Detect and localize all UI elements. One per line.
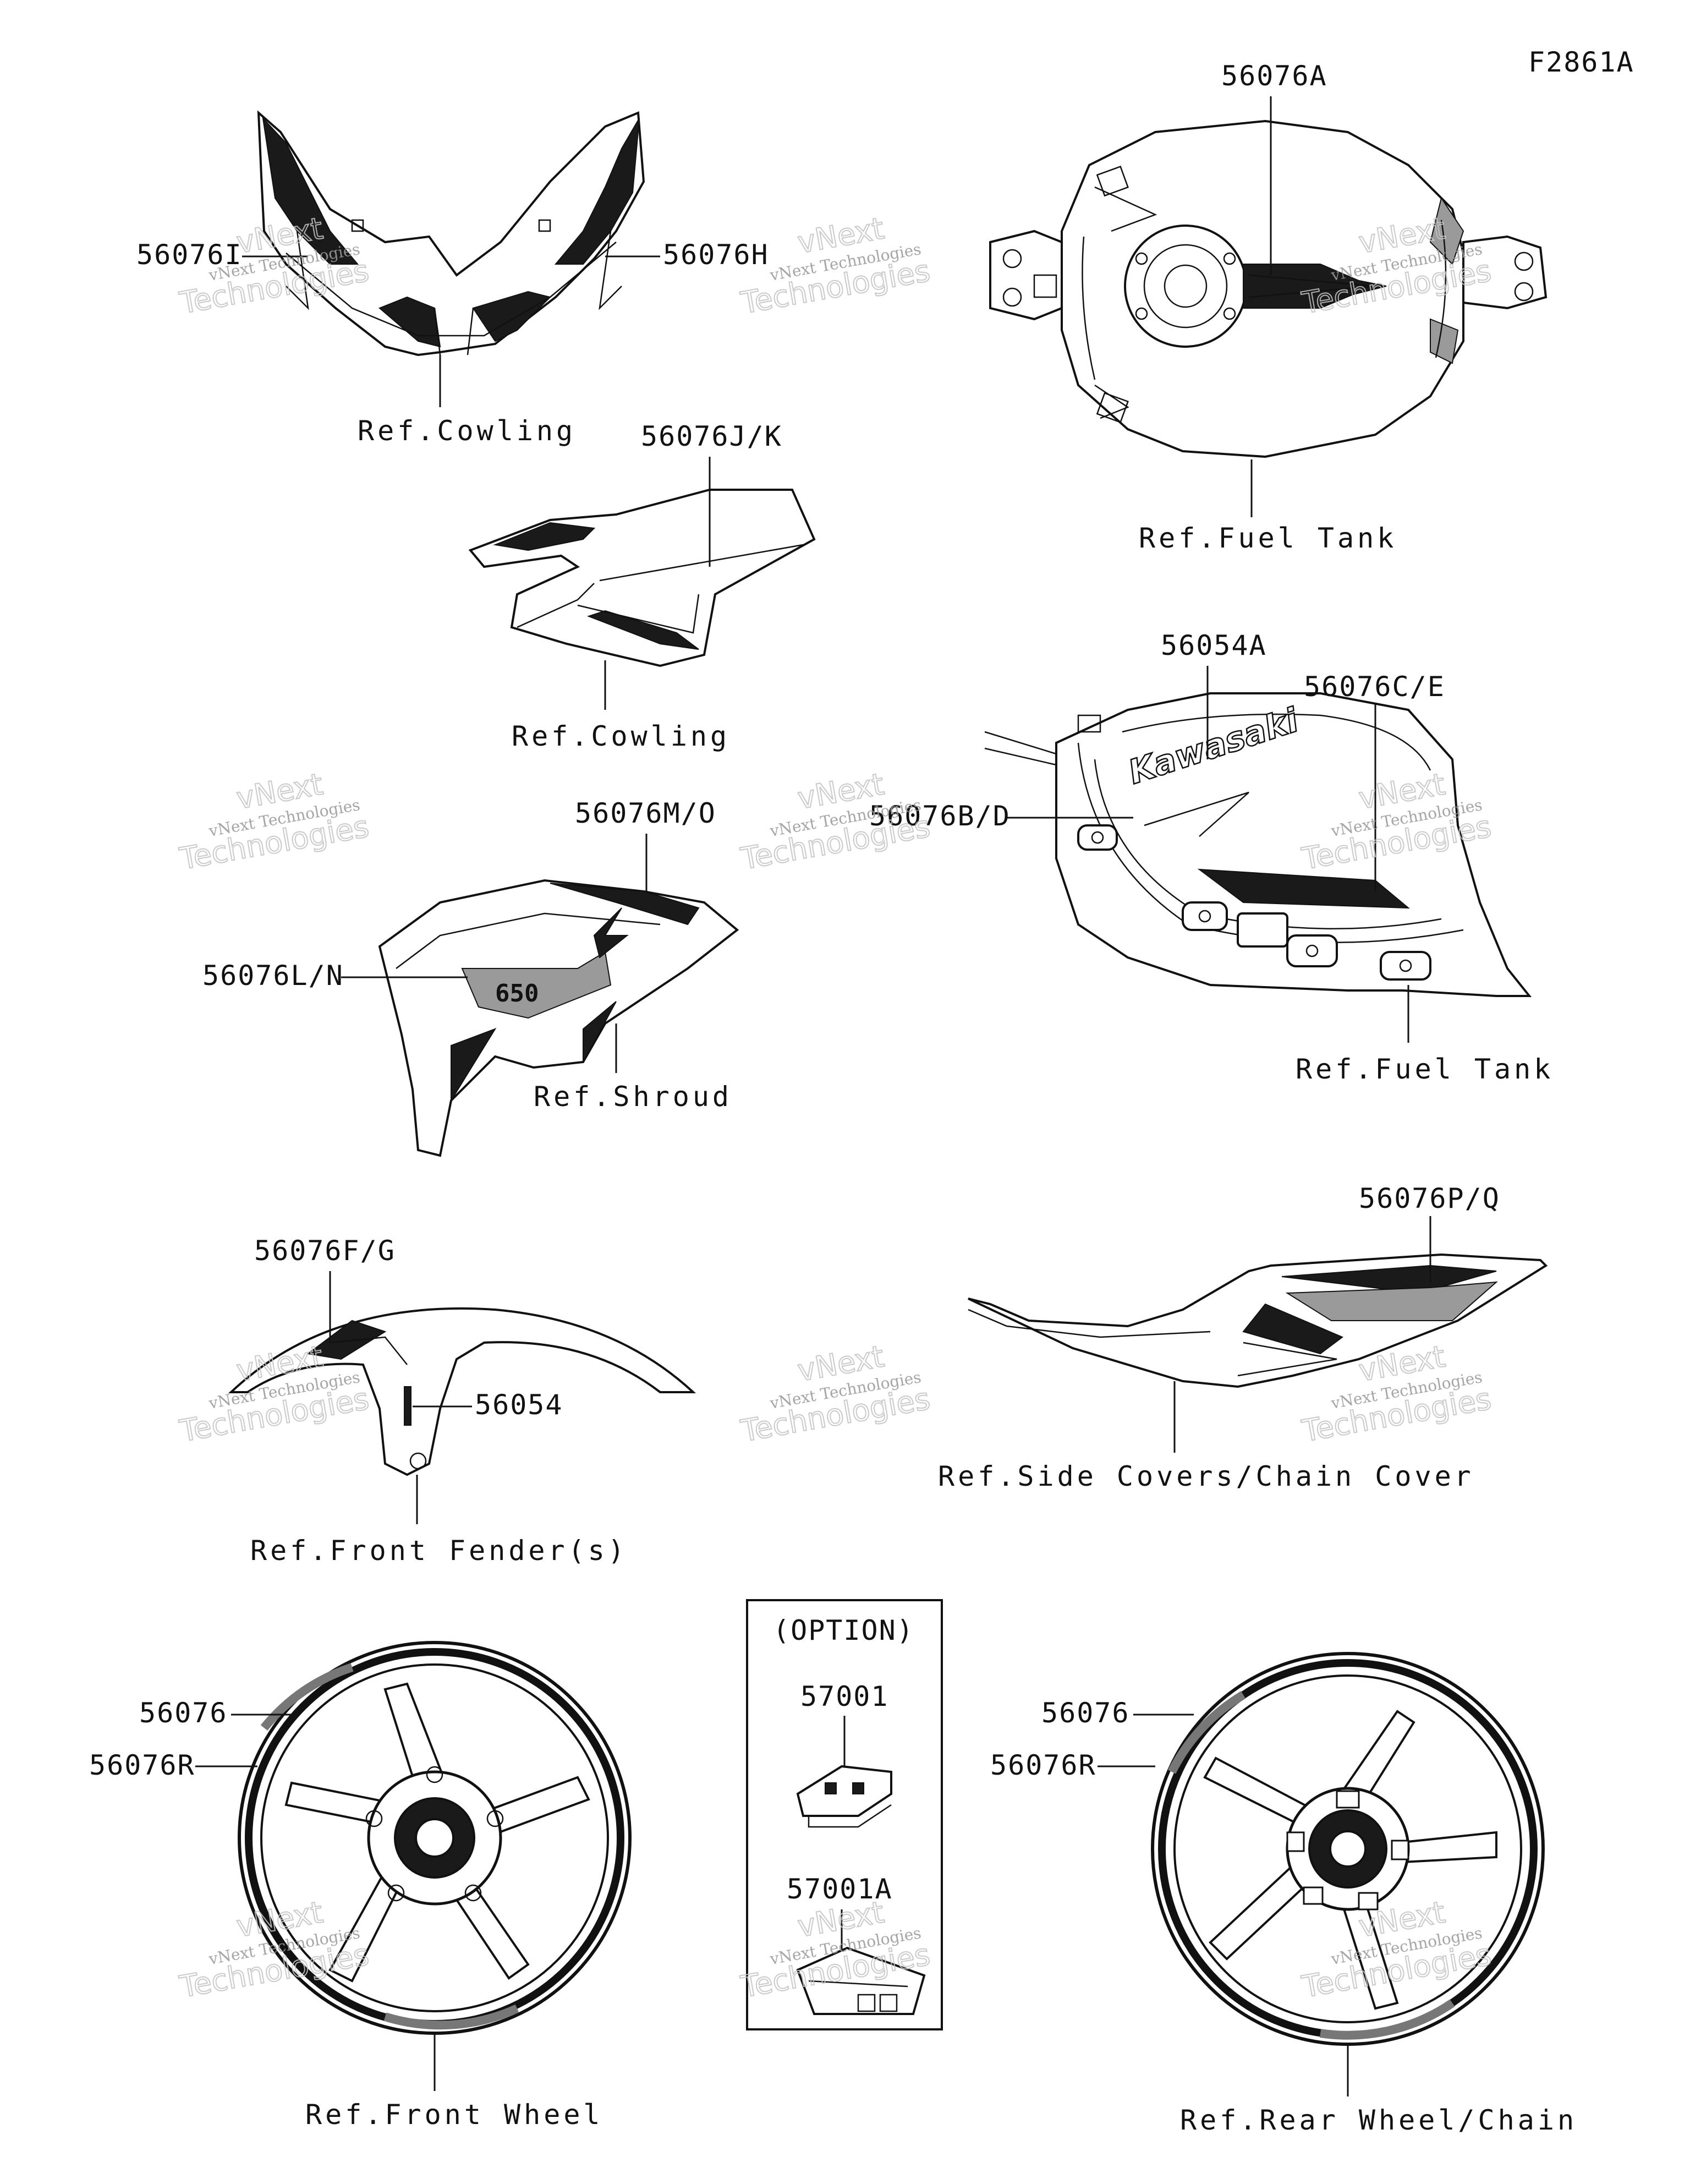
label-56076R-front: 56076R (89, 1749, 195, 1781)
watermark: vNext vNext Technologies Technologies (738, 1338, 934, 1449)
ref-side-covers: Ref.Side Covers/Chain Cover (938, 1460, 1474, 1492)
label-56076MO: 56076M/O (575, 797, 716, 829)
side-cover-part (968, 1253, 1548, 1388)
ref-cowling-top: Ref.Cowling (358, 415, 576, 447)
model-number-decal: 650 (495, 979, 539, 1008)
ref-front-fender: Ref.Front Fender(s) (250, 1535, 628, 1567)
label-56054: 56054 (475, 1389, 563, 1421)
label-57001A: 57001A (787, 1873, 893, 1905)
figure-id: F2861A (1528, 46, 1634, 78)
side-cowling-part (468, 489, 816, 667)
front-wheel-part (238, 1641, 632, 2035)
option-title: (OPTION) (773, 1614, 914, 1646)
label-56076LN: 56076L/N (202, 960, 344, 992)
label-56076CE: 56076C/E (1304, 671, 1445, 703)
front-fender-part (228, 1307, 696, 1476)
label-56076FG: 56076F/G (254, 1235, 396, 1267)
fuel-tank-side-part: Kawasaki (984, 692, 1532, 997)
rear-wheel-part (1151, 1652, 1545, 2046)
tool-57001-part (796, 1765, 892, 1828)
label-56076-rear: 56076 (1041, 1697, 1130, 1729)
label-56076H: 56076H (663, 239, 769, 271)
label-56076-front: 56076 (139, 1697, 228, 1729)
ref-front-wheel: Ref.Front Wheel (305, 2099, 603, 2131)
ref-fuel-tank-top: Ref.Fuel Tank (1139, 522, 1397, 554)
label-56054A: 56054A (1161, 630, 1267, 661)
label-56076A: 56076A (1221, 60, 1327, 92)
ref-fuel-tank-mid: Ref.Fuel Tank (1296, 1053, 1554, 1085)
ref-cowling-mid: Ref.Cowling (512, 720, 730, 752)
label-56076PQ: 56076P/Q (1359, 1183, 1500, 1214)
label-57001: 57001 (800, 1681, 889, 1712)
watermark: vNext vNext Technologies Technologies (177, 766, 372, 877)
watermark: vNext vNext Technologies Technologies (1299, 1338, 1495, 1449)
label-56076BD: 56076B/D (869, 800, 1011, 832)
label-56076R-rear: 56076R (990, 1749, 1096, 1781)
label-56076JK: 56076J/K (641, 420, 782, 452)
tool-57001A-part (796, 1946, 926, 2015)
watermark: vNext vNext Technologies Technologies (738, 766, 934, 877)
ref-shroud: Ref.Shroud (534, 1081, 732, 1113)
ref-rear-wheel: Ref.Rear Wheel/Chain (1180, 2104, 1577, 2136)
label-56076I: 56076I (136, 239, 243, 271)
fuel-tank-top-part (989, 119, 1548, 458)
shroud-part: 650 (378, 879, 739, 1157)
